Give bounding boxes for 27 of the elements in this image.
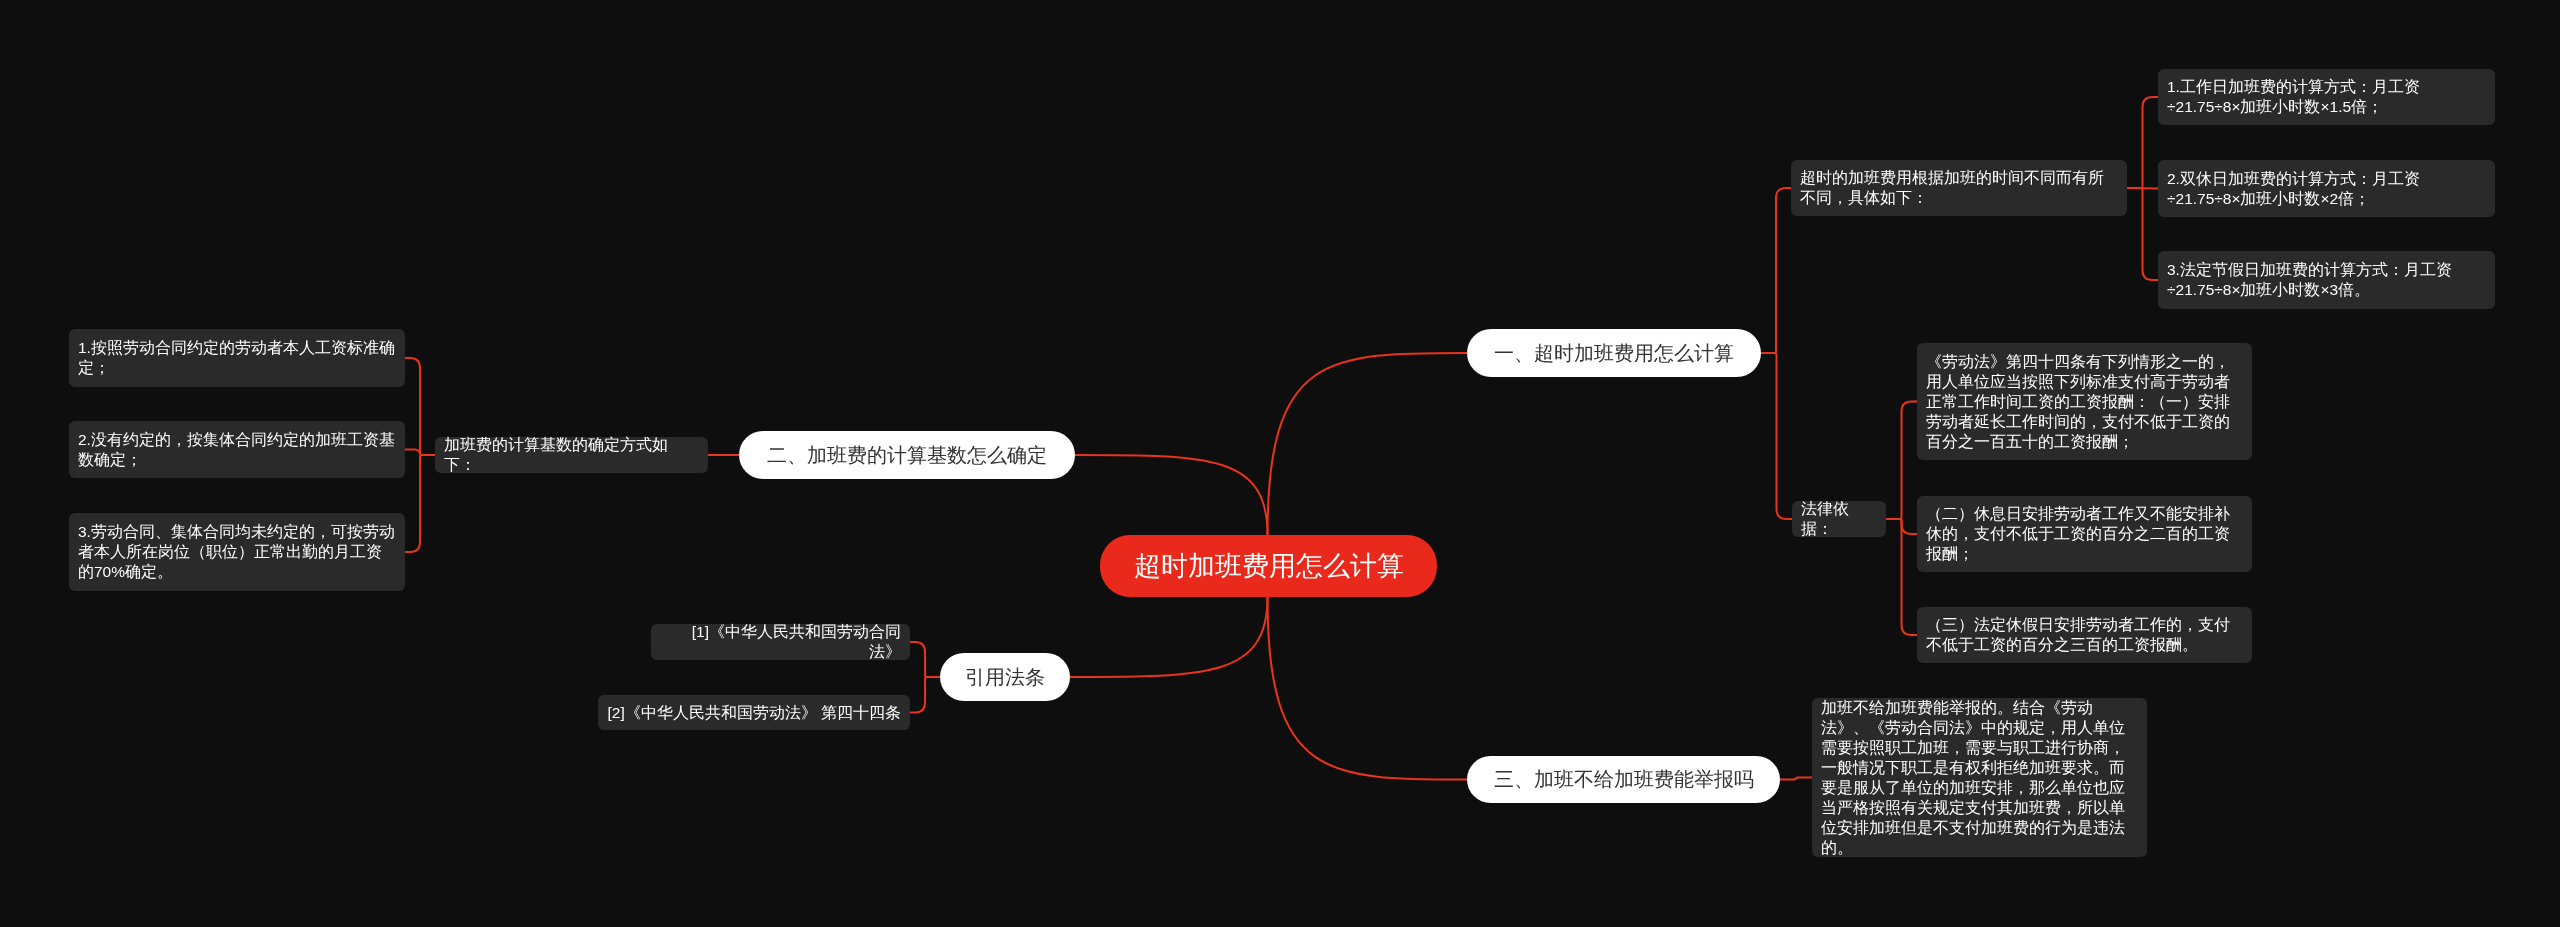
text-card: 3.劳动合同、集体合同均未约定的，可按劳动者本人所在岗位（职位）正常出勤的月工资的70%确定。 xyxy=(69,513,405,591)
text-card: （三）法定休假日安排劳动者工作的，支付不低于工资的百分之三百的工资报酬。 xyxy=(1917,607,2252,663)
text-card: 2.没有约定的，按集体合同约定的加班工资基数确定； xyxy=(69,421,405,478)
text-card: 3.法定节假日加班费的计算方式：月工资÷21.75÷8×加班小时数×3倍。 xyxy=(2158,251,2495,309)
connector-line xyxy=(1266,596,1468,781)
connector-line xyxy=(909,676,941,714)
text-card: 1.按照劳动合同约定的劳动者本人工资标准确定； xyxy=(69,329,405,387)
text-card: [2]《中华人民共和国劳动法》 第四十四条 xyxy=(598,695,910,730)
topic-pill: 二、加班费的计算基数怎么确定 xyxy=(739,431,1075,479)
connector-line xyxy=(707,454,740,456)
text-card: 法律依据： xyxy=(1792,501,1886,537)
topic-pill: 引用法条 xyxy=(940,653,1070,701)
text-card: 《劳动法》第四十四条有下列情形之一的，用人单位应当按照下列标准支付高于劳动者正常工作时间工资的工资报酬：（一）安排劳动者延长工作时间的，支付不低于工资的百分之一百五十的工资报酬； xyxy=(1917,343,2252,460)
text-card: 超时的加班费用根据加班的时间不同而有所不同，具体如下： xyxy=(1791,160,2127,216)
text-card: 加班费的计算基数的确定方式如下： xyxy=(435,437,708,473)
topic-pill: 一、超时加班费用怎么计算 xyxy=(1467,329,1761,377)
text-card: [1]《中华人民共和国劳动合同法》 xyxy=(651,624,910,660)
text-card: 2.双休日加班费的计算方式：月工资÷21.75÷8×加班小时数×2倍； xyxy=(2158,160,2495,217)
text-card: 1.工作日加班费的计算方式：月工资÷21.75÷8×加班小时数×1.5倍； xyxy=(2158,69,2495,125)
connector-line xyxy=(1074,454,1269,536)
connector-line xyxy=(1266,352,1468,536)
central-topic: 超时加班费用怎么计算 xyxy=(1100,535,1437,597)
topic-pill: 三、加班不给加班费能举报吗 xyxy=(1467,756,1780,803)
text-card: （二）休息日安排劳动者工作又不能安排补休的，支付不低于工资的百分之二百的工资报酬； xyxy=(1917,496,2252,572)
text-card: 加班不给加班费能举报的。结合《劳动法》、《劳动合同法》中的规定，用人单位需要按照职工加班，需要与职工进行协商，一般情况下职工是有权利拒绝加班要求。而要是服从了单位的加班安排，那么单位也应当严格按照有关规定支付其加班费，所以单位安排加班但是不支付加班费的行为是违法的。 xyxy=(1812,698,2147,857)
connector-line xyxy=(1069,596,1269,678)
connector-line xyxy=(1779,776,1813,781)
